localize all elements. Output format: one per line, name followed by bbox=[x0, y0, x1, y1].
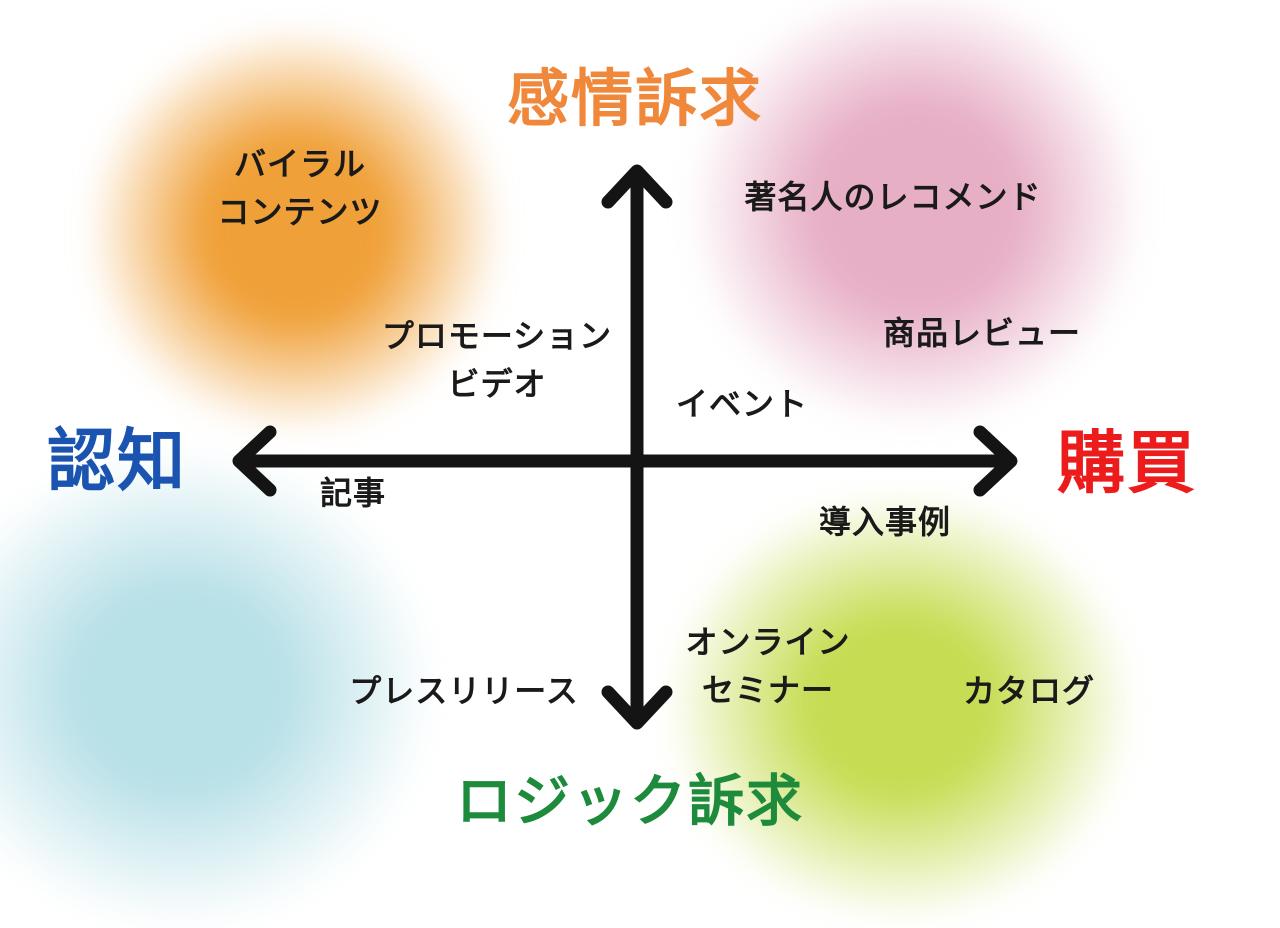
logic-awareness-blob bbox=[0, 448, 435, 928]
axis-label-purchase: 購買 bbox=[1056, 425, 1198, 502]
axis-label-logic-appeal: ロジック訴求 bbox=[456, 769, 804, 833]
logic-purchase-blob bbox=[665, 490, 1135, 922]
item-viral-content: バイラル コンテンツ bbox=[217, 146, 383, 230]
item-case-study: 導入事例 bbox=[818, 504, 952, 540]
arrowhead-down-icon bbox=[601, 685, 673, 730]
quadrant-diagram: 感情訴求 ロジック訴求 認知 購買 バイラル コンテンツ 著名人のレコメンド プ… bbox=[0, 0, 1198, 928]
item-press-release: プレスリリース bbox=[349, 673, 579, 709]
item-catalog: カタログ bbox=[962, 673, 1096, 709]
axis-label-awareness: 認知 bbox=[46, 423, 188, 500]
arrowhead-up-icon bbox=[601, 164, 673, 209]
arrowhead-right-icon bbox=[973, 425, 1018, 497]
axes-cross-arrows bbox=[232, 164, 1018, 730]
emotional-purchase-blob bbox=[688, 0, 1144, 429]
axis-label-emotional-appeal: 感情訴求 bbox=[506, 65, 764, 134]
item-product-review: 商品レビュー bbox=[882, 315, 1082, 351]
item-event: イベント bbox=[675, 386, 809, 422]
arrowhead-left-icon bbox=[232, 425, 277, 497]
emotional-awareness-blob bbox=[85, 25, 505, 435]
item-promotion-video: プロモーション ビデオ bbox=[381, 318, 613, 402]
item-celebrity-recommendation: 著名人のレコメンド bbox=[744, 179, 1042, 215]
item-article: 記事 bbox=[319, 475, 387, 511]
item-online-seminar: オンライン セミナー bbox=[685, 624, 851, 708]
